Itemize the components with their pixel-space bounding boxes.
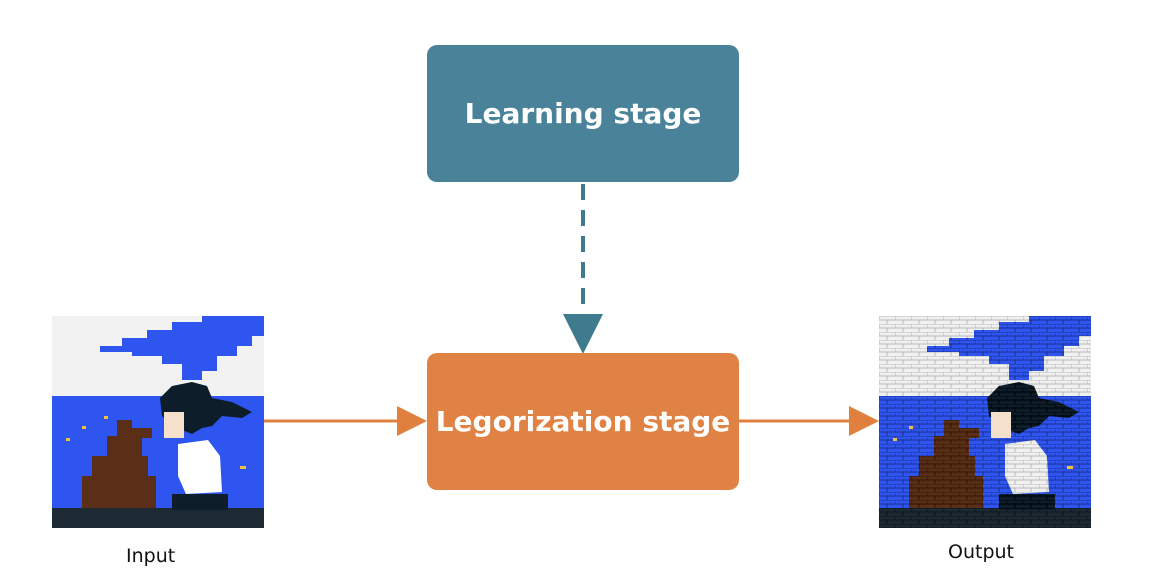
learning-stage-label: Learning stage — [464, 97, 702, 130]
output-caption: Output — [948, 541, 1014, 563]
input-pixel-image — [52, 316, 264, 528]
output-lego-image — [879, 316, 1091, 528]
input-caption: Input — [126, 545, 176, 567]
legorization-stage-box: Legorization stage — [427, 353, 739, 490]
learning-stage-box: Learning stage — [427, 45, 739, 182]
legorization-stage-label: Legorization stage — [435, 405, 731, 438]
